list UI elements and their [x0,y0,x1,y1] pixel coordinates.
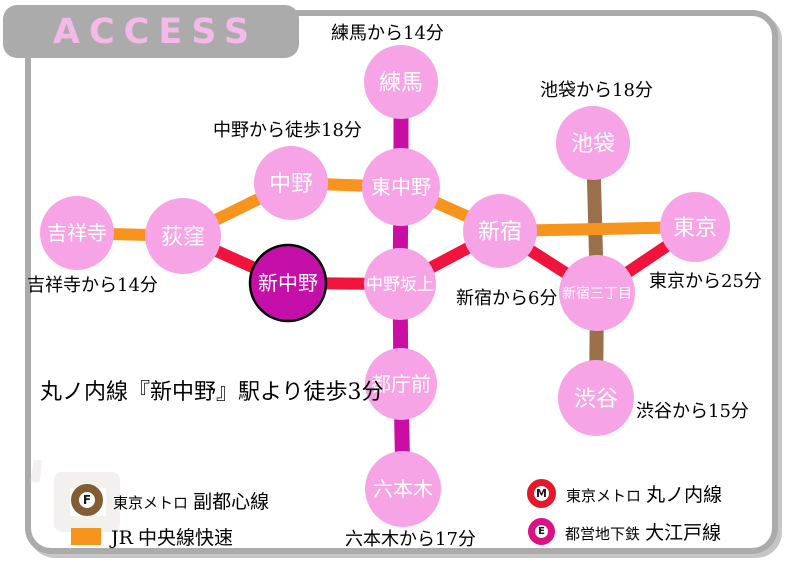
station-label: 新宿三丁目 [562,285,632,302]
station-circle [248,243,328,323]
legend-label: 東京メトロ 副都心線 [113,490,270,513]
station-ikebukuro: 池袋 [556,106,630,180]
station-circle [254,146,328,220]
station-circle [558,360,634,436]
access-note: 丸ノ内線『新中野』駅より徒歩3分 [40,380,384,405]
legend-jr-chuo-line: JR 中央線快速 [71,523,233,550]
legend-oedo-line: E 都営地下鉄 大江戸線 [528,518,721,545]
station-label: 吉祥寺 [47,221,107,245]
legend-label: 東京メトロ 丸ノ内線 [566,484,723,506]
fukutoshin-symbol: F [82,493,92,507]
station-nakano-sakaue: 中野坂上 [364,248,436,320]
station-label: 中野坂上 [366,275,434,295]
station-tochomae: 都庁前 [365,348,437,420]
station-shinjuku: 新宿 [463,194,537,268]
time-label: 六本木から17分 [345,529,476,550]
station-circle [556,106,630,180]
jr-line-color-swatch [71,528,101,545]
station-circle [364,45,438,119]
time-label: 渋谷から15分 [636,401,749,422]
station-circle [364,248,436,320]
station-higashi-nakano: 東中野 [362,148,440,226]
legend-fukutoshin-line: F 東京メトロ 副都心線 [71,484,269,516]
station-roppongi: 六本木 [365,451,441,527]
station-label: 六本木 [373,477,433,501]
marunouchi-line-icon: M [527,479,556,508]
marunouchi-symbol: M [536,487,547,500]
station-ogikubo: 荻窪 [145,198,221,274]
station-circle [365,348,437,420]
station-kichijoji: 吉祥寺 [40,196,114,270]
legend-label: 都営地下鉄 大江戸線 [565,522,722,544]
station-circle [365,451,441,527]
station-circle [145,198,221,274]
station-shin-nakano: 新中野 [248,243,328,323]
station-label: 都庁前 [371,372,431,396]
legend-label: JR 中央線快速 [111,527,234,549]
station-label: 新宿 [478,220,522,245]
station-nakano: 中野 [254,146,328,220]
station-circle [362,148,440,226]
legend-marunouchi-line: M 東京メトロ 丸ノ内線 [527,479,722,508]
station-label: 渋谷 [574,387,618,412]
station-circle [463,194,537,268]
oedo-line-icon: E [528,518,555,545]
page-title: ACCESS [52,11,259,52]
station-label: 東中野 [371,175,431,199]
station-shinjuku-sanchome: 新宿三丁目 [559,255,635,331]
station-label: 東京 [673,216,717,241]
time-label: 東京から25分 [649,271,762,292]
oedo-symbol: E [538,525,545,537]
station-label: 中野 [269,172,313,197]
fukutoshin-line-icon: F [71,484,103,516]
station-tokyo: 東京 [660,192,730,262]
station-label: 荻窪 [161,225,205,250]
station-label: 池袋 [571,132,615,157]
station-nerima: 練馬 [364,45,438,119]
time-label: 吉祥寺から14分 [27,275,158,296]
access-banner: ACCESS [3,5,299,58]
station-shibuya: 渋谷 [558,360,634,436]
time-label: 練馬から14分 [331,23,444,44]
station-label: 新中野 [258,271,318,295]
time-label: 池袋から18分 [540,80,653,101]
station-label: 練馬 [379,71,423,96]
time-label: 中野から徒歩18分 [213,120,362,141]
station-circle [559,255,635,331]
station-circle [40,196,114,270]
station-circle [660,192,730,262]
time-label: 新宿から6分 [456,288,558,309]
